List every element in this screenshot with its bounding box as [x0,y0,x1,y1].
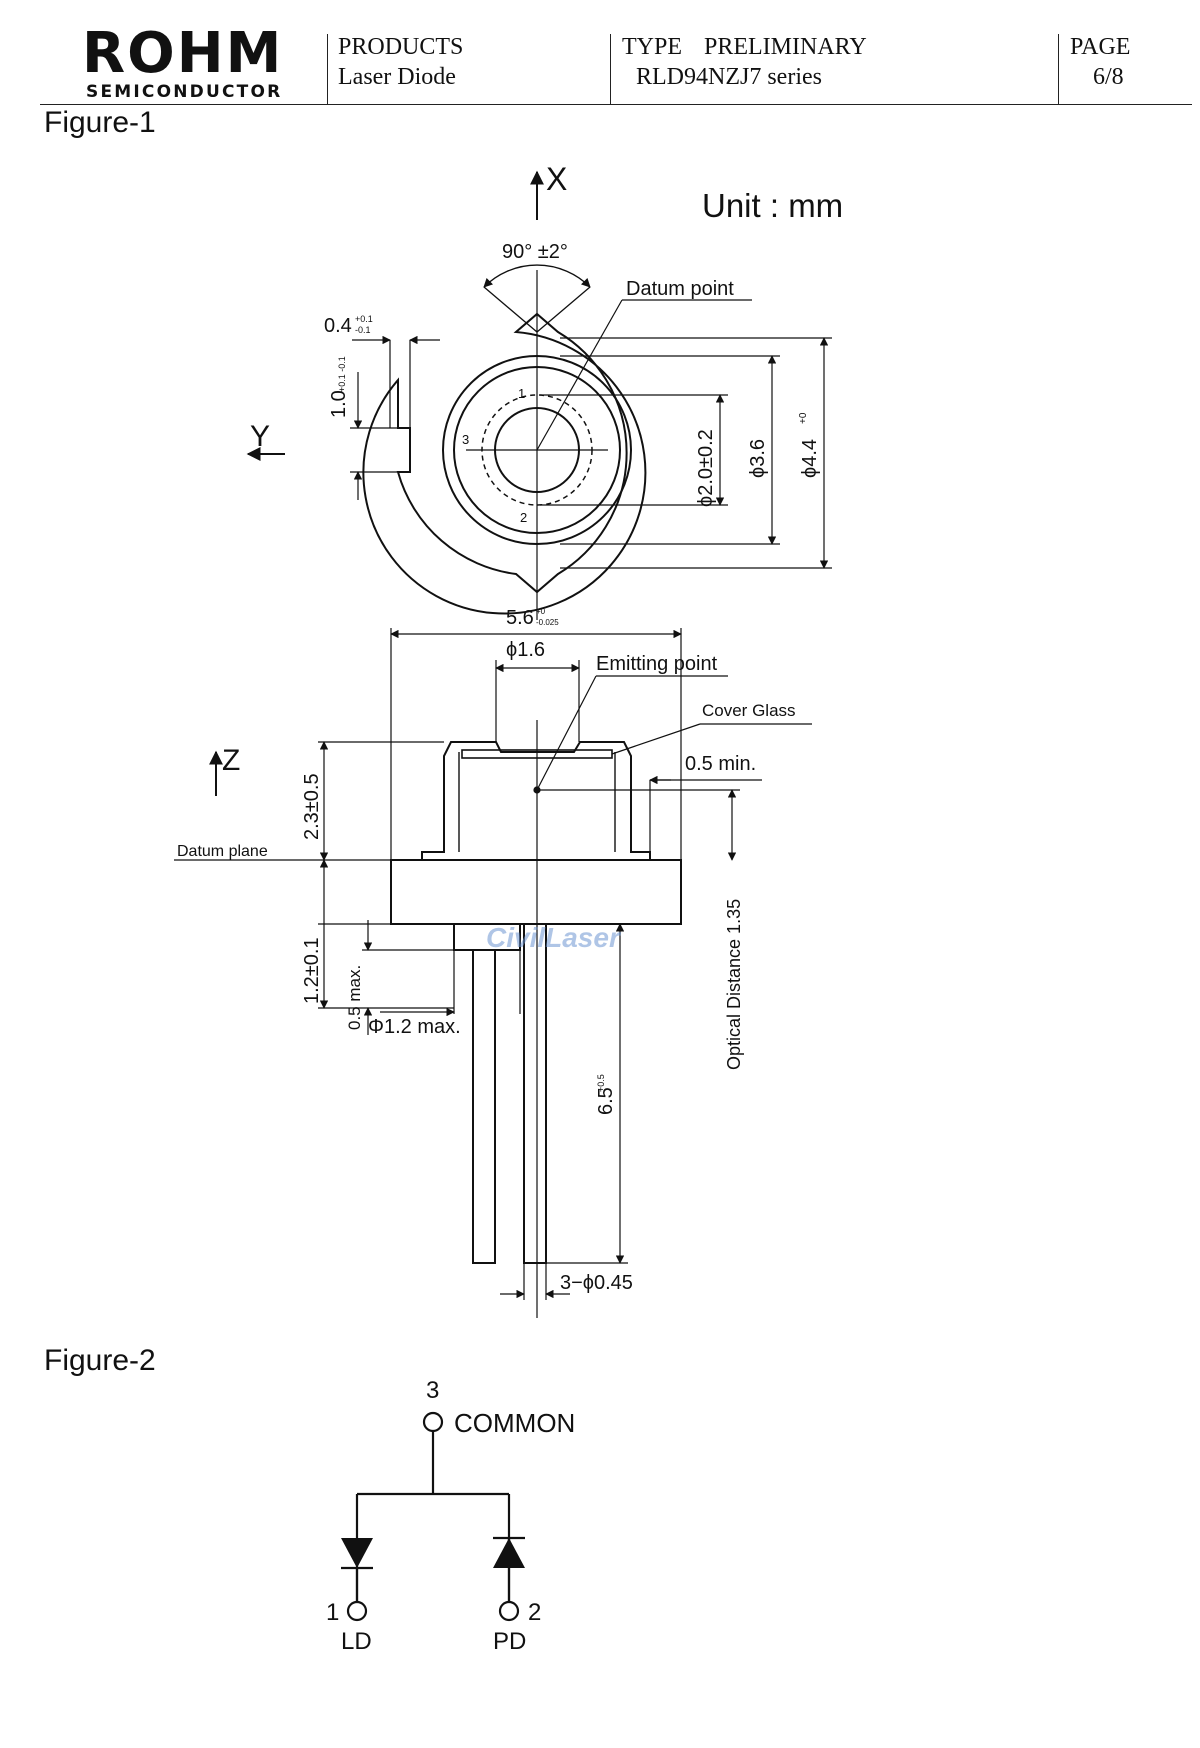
header-divider [1058,34,1059,105]
type-value: RLD94NZJ7 series [636,64,822,90]
pin-connection-schematic: 3 COMMON 1 2 LD PD [326,1377,575,1655]
dim-5-6-tol-top: +0 [536,607,546,616]
ld-label: LD [341,1628,372,1655]
dim-0-4-tol-top: +0.1 [355,314,373,324]
pd-label: PD [493,1628,526,1655]
dim-1-2: 1.2±0.1 [301,937,323,1004]
pd-diode-symbol [493,1538,525,1568]
pin-1 [472,949,496,1264]
cap-body [421,741,651,860]
dim-2-3: 2.3±0.5 [301,773,323,840]
dim-5-6-tol-bottom: -0.025 [536,618,559,627]
page-number: 6/8 [1093,64,1124,90]
datum-plane-label: Datum plane [177,843,268,860]
figure2-label: Figure-2 [44,1344,156,1377]
pin-diameter-label: 3−ϕ0.45 [560,1272,633,1294]
dim-6-5-tol: +0.5 [596,1074,606,1092]
common-label: COMMON [454,1408,575,1438]
dim-phi-3-6: ϕ3.6 [747,439,769,478]
header-divider [327,34,328,105]
page-label: PAGE [1070,34,1131,60]
flange-outline [362,312,647,615]
min-0-5-label: 0.5 min. [685,753,756,775]
base-flange [390,859,682,925]
products-label: PRODUCTS [338,34,464,60]
cap-inner-wall [458,752,616,852]
products-value: Laser Diode [338,64,456,90]
side-view [390,741,682,1264]
cover-glass-label: Cover Glass [702,701,796,720]
dim-0-4: 0.4 [324,315,352,337]
top-view [362,264,647,615]
package-dimension-drawing: X Unit : mm 90° ±2° Datum point 0.4 +0.1… [174,161,843,1318]
axis-z-label: Z [222,744,240,777]
dim-5-6: 5.6 [506,607,534,629]
header-rule [40,104,1192,105]
pin2-marker: 2 [520,510,527,525]
type-status: PRELIMINARY [704,34,867,60]
dim-6-5: 6.5 [595,1087,617,1115]
dim-phi-2-0: ϕ2.0±0.2 [695,429,717,507]
pin2-number: 2 [528,1599,541,1626]
optical-distance-label: Optical Distance 1.35 [724,899,744,1070]
rohm-logo-subtitle: SEMICONDUCTOR [86,82,283,102]
pin1-marker: 1 [518,386,525,401]
dim-phi-4-4-tol: +0 [798,412,809,424]
dim-0-4-tol-bottom: -0.1 [355,325,371,335]
page-header: ROHM SEMICONDUCTOR PRODUCTS Laser Diode … [0,0,1200,110]
pd-terminal [498,1600,520,1622]
angle-label: 90° ±2° [502,241,568,263]
pin-2 [523,923,547,1264]
pin3-marker: 3 [462,432,469,447]
common-terminal [422,1411,444,1433]
ld-terminal [346,1600,368,1622]
dim-phi-1-6: ϕ1.6 [506,639,545,661]
pin3-number: 3 [426,1377,439,1404]
dim-phi-4-4: ϕ4.4 [799,439,821,478]
type-label: TYPE [622,34,682,60]
figure1-label: Figure-1 [44,106,156,139]
rohm-logo: ROHM [82,21,284,86]
axis-y-label: Y [250,420,270,453]
pin1-number: 1 [326,1599,339,1626]
unit-label: Unit : mm [702,187,843,224]
dim-1-0: 1.0 [328,390,350,418]
axis-x-label: X [546,161,567,197]
watermark-text: CivilLaser [486,922,620,953]
max-phi-1-2-label: Φ1.2 max. [368,1016,461,1038]
ld-diode-symbol [341,1538,373,1568]
datum-point-label: Datum point [626,278,734,300]
header-divider [610,34,611,105]
emitting-point-label: Emitting point [596,653,718,675]
max-0-5-label: 0.5 max. [345,965,364,1030]
dim-1-0-tol: +0.1 -0.1 [337,356,347,392]
